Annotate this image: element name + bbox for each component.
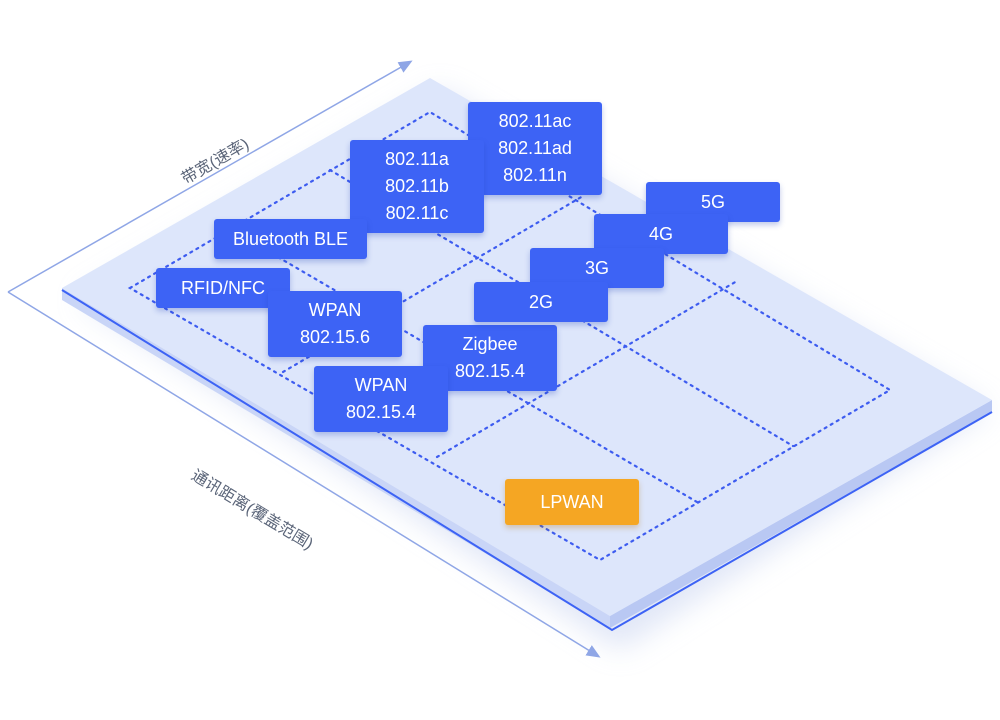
tech-tag-line: 802.11ad: [498, 138, 572, 158]
tech-tag-line: LPWAN: [540, 491, 604, 512]
tech-tag-line: 802.11n: [503, 165, 567, 185]
tech-tag-line: 4G: [648, 223, 673, 244]
tech-tag-bluetooth: Bluetooth BLE: [214, 219, 367, 259]
tech-tag-4g: 4G: [594, 214, 728, 254]
tech-tag-wpan-1: WPAN 802.15.6: [268, 291, 402, 357]
tech-tag-line: 802.11ac: [498, 111, 572, 131]
tech-tag-line: RFID/NFC: [181, 277, 265, 298]
tech-tag-line: 802.15.4: [345, 402, 417, 422]
distance-axis-arrow: [7, 291, 601, 658]
tech-tag-line: 5G: [700, 191, 725, 212]
tech-tag-line: 802.11a: [385, 149, 449, 169]
tech-tag-line: Bluetooth BLE: [232, 228, 349, 249]
bandwidth-axis-arrow: [7, 60, 413, 293]
tech-tag-line: Zigbee: [462, 334, 518, 354]
tech-tag-line: WPAN: [308, 300, 362, 320]
tech-tag-wpan-2: WPAN 802.15.4: [314, 366, 448, 432]
tech-tag-line: 2G: [528, 291, 553, 312]
tech-tag-line: 802.11b: [385, 176, 449, 196]
tech-tag-line: 802.15.4: [454, 361, 526, 381]
tech-tag-3g: 3G: [530, 248, 664, 288]
tech-tag-line: 802.15.6: [299, 327, 371, 347]
tech-tag-wifi-ac: 802.11ac 802.11ad 802.11n: [468, 102, 602, 195]
plane-front-outline: [61, 289, 993, 632]
tech-tag-rfid: RFID/NFC: [156, 268, 290, 308]
tech-tag-line: WPAN: [354, 375, 408, 395]
tech-tag-line: 3G: [584, 257, 609, 278]
plane-side-right: [610, 400, 992, 628]
tech-tag-2g: 2G: [474, 282, 608, 322]
tech-tag-line: 802.11c: [385, 203, 449, 223]
tech-tag-wifi-a: 802.11a 802.11b 802.11c: [350, 140, 484, 233]
tech-tag-lpwan: LPWAN: [505, 479, 639, 525]
